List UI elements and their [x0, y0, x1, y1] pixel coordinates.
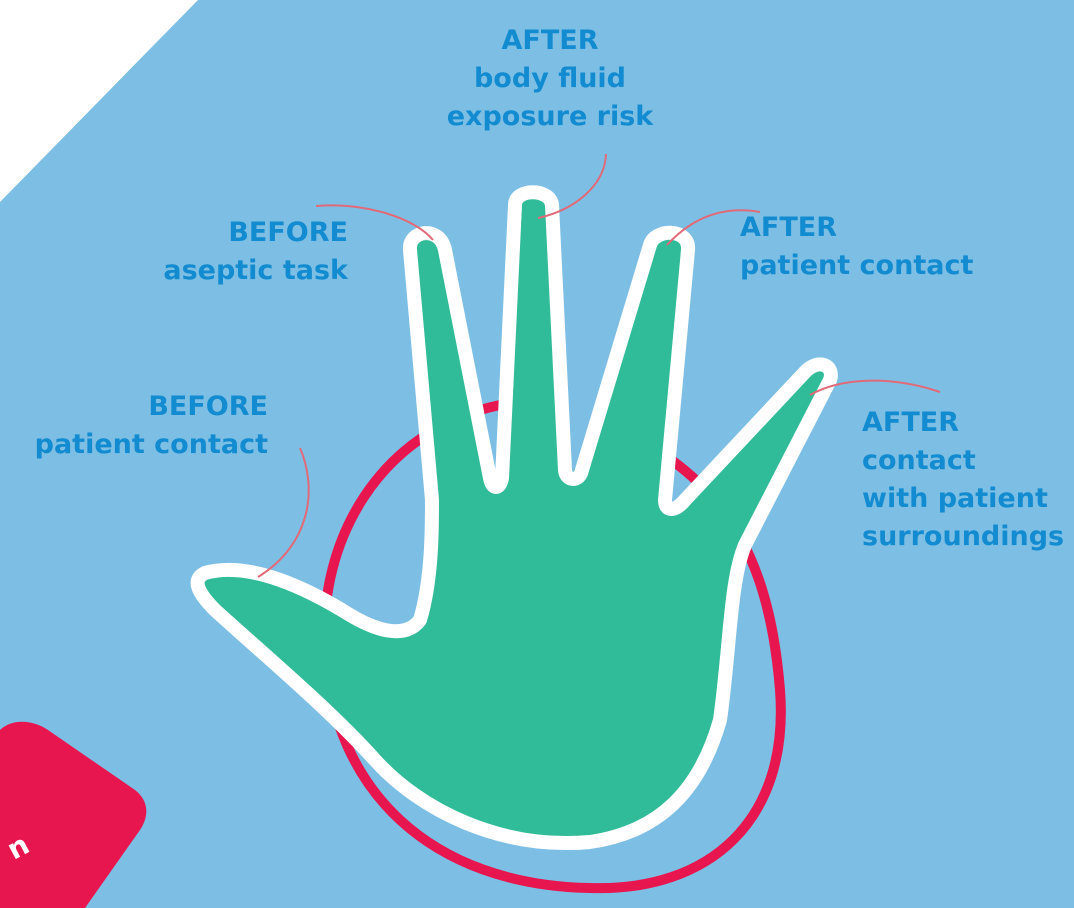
moment-label-line: surroundings — [862, 518, 1072, 556]
moment-label-line: with patient — [862, 480, 1072, 518]
moment-label-after-contact: AFTER patient contact — [740, 209, 1000, 285]
moment-label-line: AFTER — [430, 22, 670, 60]
corner-panel — [0, 0, 198, 202]
moment-label-top: AFTER body fluid exposure risk — [430, 22, 670, 136]
moment-label-line: patient contact — [740, 247, 1000, 285]
moment-label-line: BEFORE — [100, 214, 348, 252]
moment-label-line: AFTER — [740, 209, 1000, 247]
moment-label-line: aseptic task — [100, 252, 348, 290]
moment-label-line: AFTER — [862, 404, 1072, 442]
moment-label-line: patient contact — [0, 426, 268, 464]
moment-label-line: BEFORE — [0, 388, 268, 426]
moment-label-before-contact: BEFORE patient contact — [0, 388, 268, 464]
moment-label-line: body fluid — [430, 60, 670, 98]
moment-label-line: contact — [862, 442, 1072, 480]
badge-shape — [0, 722, 146, 908]
moment-label-surroundings: AFTER contact with patient surroundings — [862, 404, 1072, 556]
moment-label-aseptic: BEFORE aseptic task — [100, 214, 348, 290]
leader-line-before-contact — [258, 448, 309, 577]
moment-label-line: exposure risk — [430, 98, 670, 136]
